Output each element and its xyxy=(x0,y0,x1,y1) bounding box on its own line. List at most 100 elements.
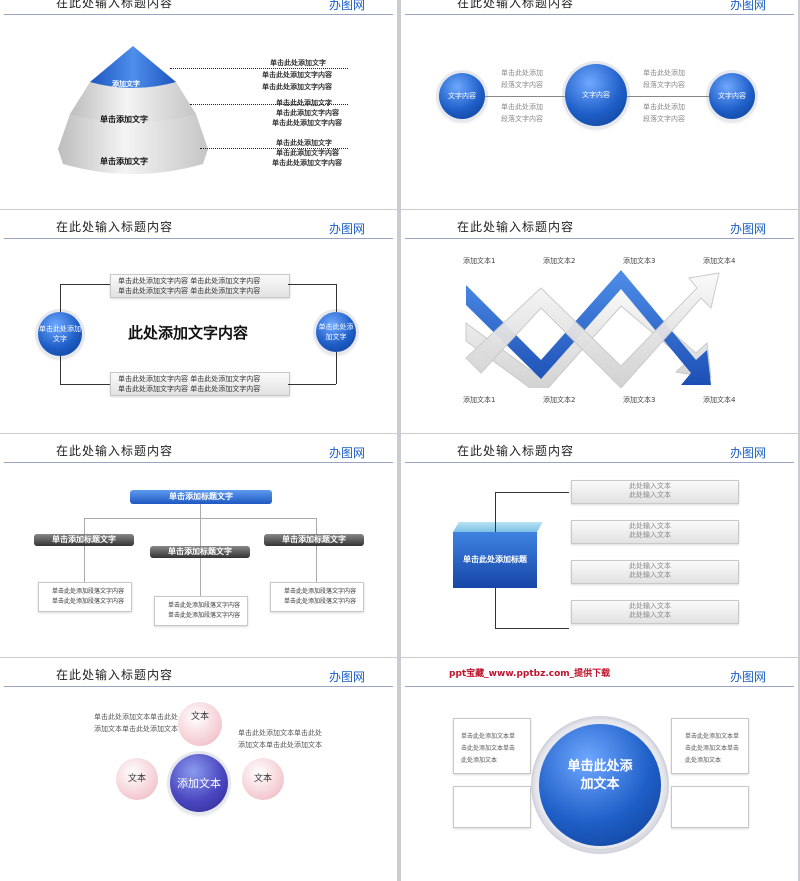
cycle-ball-right: 单击此处添加文字 xyxy=(316,312,356,352)
flow-note: 段落文字内容 xyxy=(501,115,543,123)
org-top-bar: 单击添加标题文字 xyxy=(130,490,272,504)
zig-label-bottom: 添加文本3 xyxy=(623,396,656,404)
zig-label-bottom: 添加文本2 xyxy=(543,396,576,404)
slide-tree[interactable]: 在此处输入标题内容 办图网 单击此处添加标题 此处输入文本 此处输入文本 此处输… xyxy=(401,434,798,657)
connector xyxy=(84,518,85,534)
connector xyxy=(495,492,496,532)
connector xyxy=(190,104,348,105)
pyramid-mid-label: 单击添加文字 xyxy=(100,115,148,124)
slide-title: 在此处输入标题内容 xyxy=(457,444,575,458)
connector xyxy=(495,588,496,628)
tree-item xyxy=(571,480,739,504)
flow-note: 单击此处添加 xyxy=(501,103,543,111)
connector xyxy=(495,628,569,629)
slide-org[interactable]: 在此处输入标题内容 办图网 单击添加标题文字 单击添加标题文字 单击添加标题文字… xyxy=(0,434,397,657)
zigzag-arrows xyxy=(465,270,720,388)
connector xyxy=(495,492,569,493)
zig-label-top: 添加文本2 xyxy=(543,257,576,265)
flower-petal: 文本 xyxy=(116,758,158,800)
connector xyxy=(60,284,110,285)
divider xyxy=(4,238,393,239)
flow-ball: 文字内容 xyxy=(709,73,755,119)
cycle-top-box xyxy=(110,274,290,298)
annotation: 单击此处添加文字内容 xyxy=(262,83,332,91)
info-text: 击此处添加文本单击 xyxy=(461,745,516,752)
slide-flower[interactable]: 在此处输入标题内容 办图网 单击此处添加文本单击此处 添加文本单击此处添加文本 … xyxy=(0,658,397,881)
org-desc-box xyxy=(38,582,132,612)
flower-desc: 添加文本单击此处添加文本 xyxy=(94,725,178,733)
flow-ball: 文字内容 xyxy=(565,64,627,126)
connector xyxy=(288,284,336,285)
divider xyxy=(405,686,794,687)
slide-cycle[interactable]: 在此处输入标题内容 办图网 单击此处添加文字 单击此处添加文字 此处添加文字内容… xyxy=(0,210,397,433)
info-text: 单击此处添加文本单 xyxy=(461,733,516,740)
tree-item-text: 此处输入文本 xyxy=(629,571,671,579)
info-text: 单击此处添加文本单 xyxy=(685,733,740,740)
brand-logo: 办图网 xyxy=(328,446,365,460)
divider xyxy=(4,14,393,15)
tree-main-box: 单击此处添加标题 xyxy=(453,532,537,588)
slide-title: 在此处输入标题内容 xyxy=(56,0,174,10)
flower-petal: 文本 xyxy=(242,758,284,800)
brand-logo: 办图网 xyxy=(729,446,766,460)
flow-note: 段落文字内容 xyxy=(643,81,685,89)
flow-note: 单击此处添加 xyxy=(643,103,685,111)
tree-item-text: 此处输入文本 xyxy=(629,602,671,610)
annotation: 单击此处添加文字内容 xyxy=(272,119,342,127)
connector xyxy=(60,356,61,384)
org-desc: 单击此处添加段落文字内容 xyxy=(168,612,241,619)
slide-title: 在此处输入标题内容 xyxy=(56,444,174,458)
connector xyxy=(84,546,85,582)
brand-logo: 办图网 xyxy=(328,0,365,12)
annotation: 单击此处添加文字内容 xyxy=(262,71,332,79)
divider xyxy=(4,686,393,687)
connector xyxy=(200,148,348,149)
connector xyxy=(316,546,317,582)
flow-note: 段落文字内容 xyxy=(643,115,685,123)
zig-label-bottom: 添加文本1 xyxy=(463,396,496,404)
flow-note: 段落文字内容 xyxy=(501,81,543,89)
connector xyxy=(627,96,709,97)
annotation: 单击此添加文字内容 xyxy=(276,149,339,157)
connector xyxy=(60,384,110,385)
tree-item-text: 此处输入文本 xyxy=(629,491,671,499)
slide-title: 在此处输入标题内容 xyxy=(56,220,174,234)
pyramid-top-label: 添加文字 xyxy=(112,80,140,88)
connector xyxy=(84,518,316,519)
zig-label-bottom: 添加文本4 xyxy=(703,396,736,404)
slide-center[interactable]: ppt宝藏_www.pptbz.com_提供下载 办图网 单击此处添加文本单 击… xyxy=(401,658,798,881)
tree-item-text: 此处输入文本 xyxy=(629,531,671,539)
tree-item-text: 此处输入文本 xyxy=(629,522,671,530)
divider xyxy=(405,462,794,463)
brand-logo: 办图网 xyxy=(729,670,766,684)
brand-logo: 办图网 xyxy=(328,670,365,684)
flower-desc: 单击此处添加文本单击此处 xyxy=(238,729,322,737)
org-mid-bar: 单击添加标题文字 xyxy=(264,534,364,546)
zig-label-top: 添加文本3 xyxy=(623,257,656,265)
connector xyxy=(336,284,337,312)
cycle-bottom-box xyxy=(110,372,290,396)
brand-logo: 办图网 xyxy=(729,0,766,12)
org-desc: 单击此处添加段落文字内容 xyxy=(168,602,241,609)
flower-desc: 添加文本单击此处添加文本 xyxy=(238,741,322,749)
tree-item xyxy=(571,600,739,624)
slide-zigzag[interactable]: 在此处输入标题内容 办图网 添加文本1 添加文本2 添加文本3 添加文本4 添加… xyxy=(401,210,798,433)
flow-note: 单击此处添加 xyxy=(643,69,685,77)
slide-flow[interactable]: 在此处输入标题内容 办图网 文字内容 文字内容 文字内容 单击此处添加 段落文字… xyxy=(401,0,798,209)
brand-logo: 办图网 xyxy=(729,222,766,236)
slide-title: 在此处输入标题内容 xyxy=(56,668,174,682)
tree-item-text: 此处输入文本 xyxy=(629,562,671,570)
slide-title: 在此处输入标题内容 xyxy=(457,0,575,10)
info-box xyxy=(671,786,749,828)
info-box xyxy=(453,786,531,828)
slide-pyramid[interactable]: 在此处输入标题内容 办图网 添加文字 单击添加文字 单击添加文字 单击此处添加文… xyxy=(0,0,397,209)
org-desc: 单击此处添加段落文字内容 xyxy=(284,588,357,595)
tree-item-text: 此处输入文本 xyxy=(629,611,671,619)
brand-logo: 办图网 xyxy=(328,222,365,236)
org-mid-bar: 单击添加标题文字 xyxy=(34,534,134,546)
connector xyxy=(485,96,565,97)
org-desc: 单击此处添加段落文字内容 xyxy=(52,588,125,595)
connector xyxy=(200,504,201,546)
connector xyxy=(60,284,61,312)
